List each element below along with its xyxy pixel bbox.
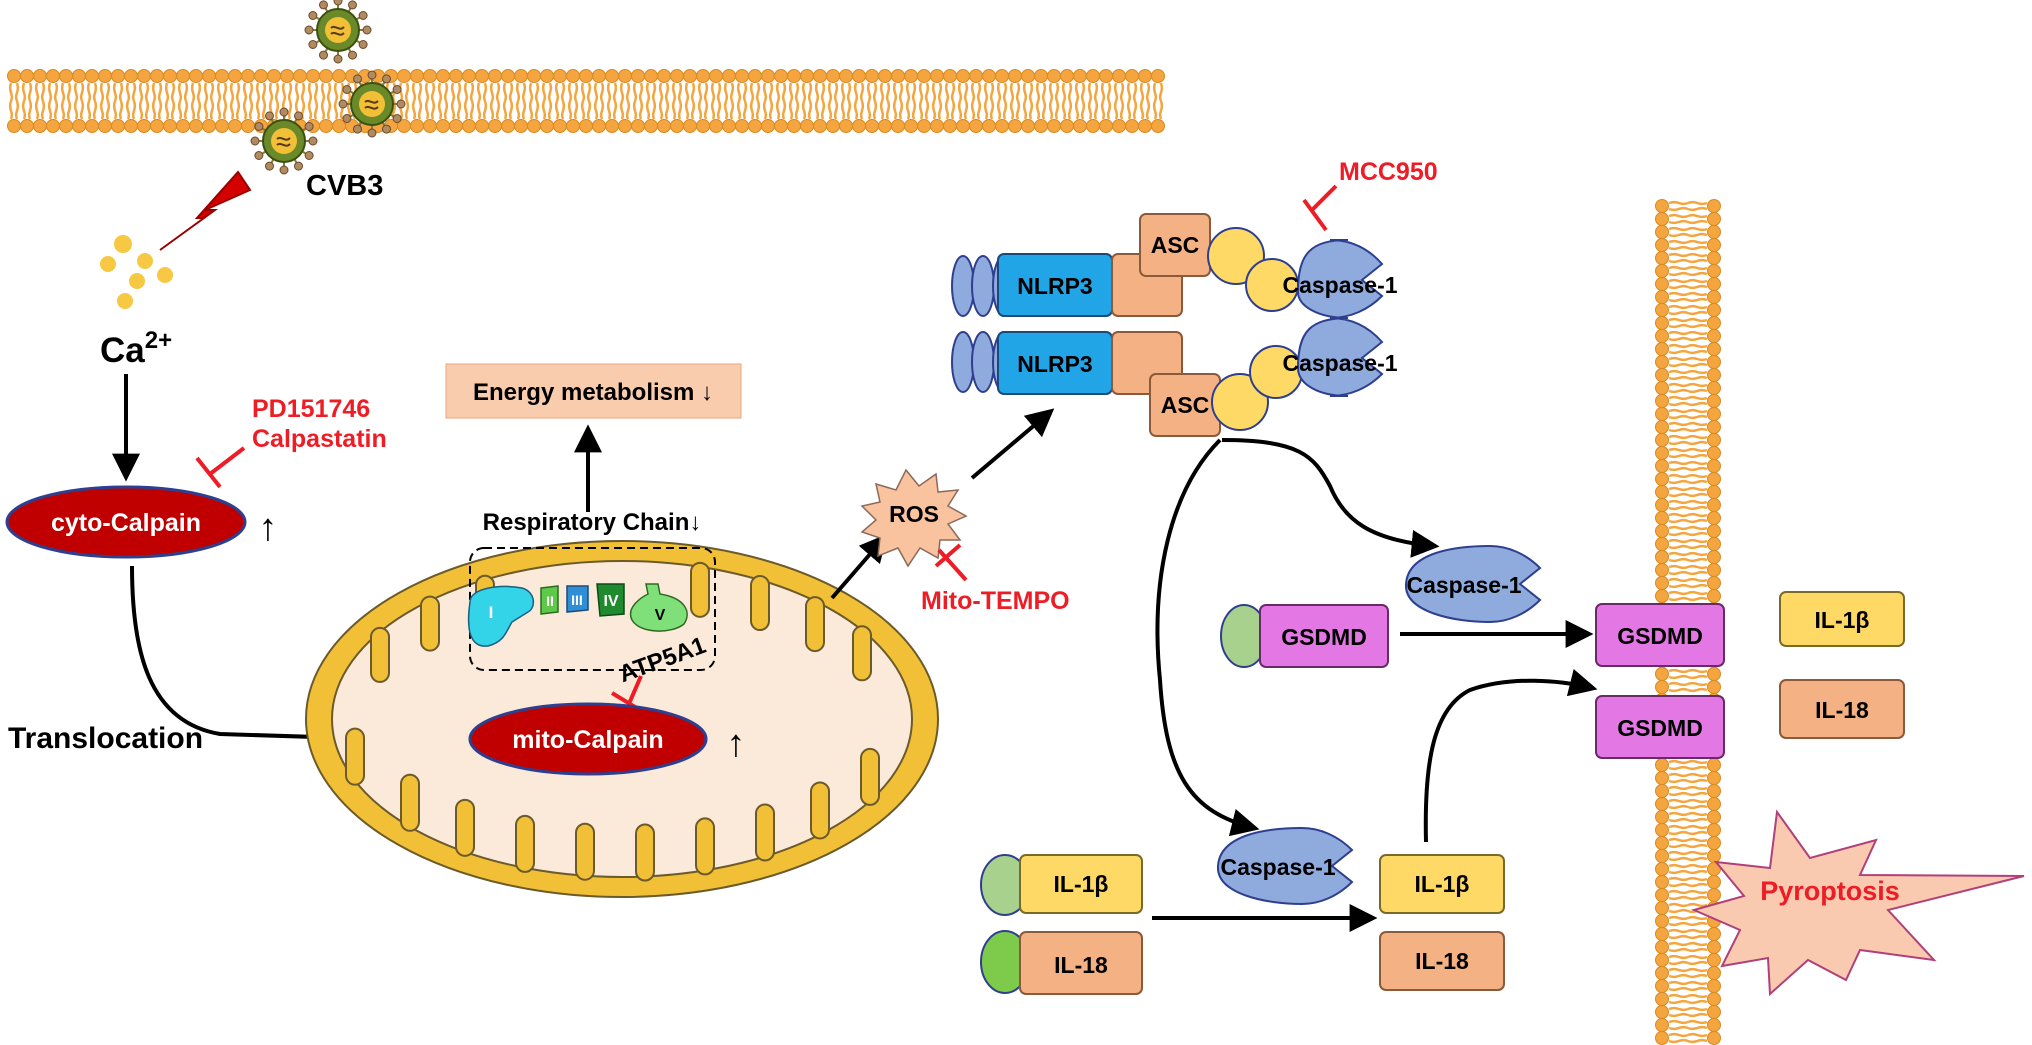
svg-text:IL-1β: IL-1β (1415, 871, 1470, 897)
svg-text:II: II (546, 593, 554, 609)
complex-iv: IV (596, 583, 625, 617)
svg-text:III: III (571, 592, 583, 608)
pyroptosis-label: Pyroptosis (1760, 876, 1900, 906)
mito-calpain-label: mito-Calpain (512, 726, 663, 754)
arrow (1423, 668, 1598, 843)
svg-text:GSDMD: GSDMD (1617, 623, 1703, 649)
inhibitor-mcc950: MCC950 (1339, 158, 1438, 186)
ros-starburst (860, 468, 968, 568)
calcium-charge: 2+ (145, 327, 172, 354)
nlrp3-label: NLRP3 (1017, 273, 1092, 299)
virus-icon (338, 70, 406, 138)
calcium-symbol: Ca (100, 331, 145, 370)
virus-label: CVB3 (306, 170, 383, 202)
cyto-calpain-label: cyto-Calpain (51, 509, 201, 537)
caspase1-label: Caspase-1 (1282, 350, 1397, 376)
gsdmd-pore: GSDMD (1595, 695, 1725, 759)
arrow (1155, 438, 1260, 837)
nlrp3-label: NLRP3 (1017, 351, 1092, 377)
arrow (970, 408, 1055, 480)
respiratory-chain-label: Respiratory Chain↓ (483, 509, 702, 536)
arrow (830, 533, 888, 600)
svg-text:GSDMD: GSDMD (1281, 624, 1367, 650)
il1b-released: IL-1β (1779, 591, 1905, 647)
plasma-membrane-top (7, 69, 1165, 133)
virus-icon (304, 0, 372, 64)
svg-text:I: I (489, 603, 494, 622)
il1b-mature: IL-1β (1379, 854, 1505, 914)
svg-text:Caspase-1: Caspase-1 (1406, 572, 1521, 598)
energy-metabolism-label: Energy metabolism ↓ (473, 379, 713, 406)
inhibition-bar (195, 446, 246, 489)
inhibition-bar (1302, 184, 1338, 232)
il18-released: IL-18 (1779, 679, 1905, 739)
pyroptosis-starburst (1691, 809, 2025, 997)
complex-ii: II (540, 585, 559, 615)
inflammasome-complex: NLRP3 ASC Caspase-1 (951, 213, 1398, 319)
caspase1-label: Caspase-1 (1282, 272, 1397, 298)
up-arrow-icon: ↑ (727, 723, 746, 765)
inhibitor-pd151746: PD151746 (252, 395, 370, 423)
inhibitor-mito-tempo: Mito-TEMPO (921, 587, 1070, 615)
il18-mature: IL-18 (1379, 931, 1505, 991)
up-arrow-icon: ↑ (259, 507, 278, 549)
mito-calpain-ellipse (468, 702, 708, 776)
gsdmd-pore: GSDMD (1595, 603, 1725, 667)
calcium-label: Ca2+ (100, 327, 172, 370)
translocation-label: Translocation (8, 722, 203, 755)
caspase1-shape (1296, 239, 1384, 319)
cyto-calpain-ellipse (5, 485, 247, 559)
svg-text:Caspase-1: Caspase-1 (1220, 854, 1335, 880)
virus-icon (250, 107, 318, 175)
caspase1-active: Caspase-1 (1404, 544, 1542, 624)
complex-v: V (629, 583, 688, 632)
caspase1-active: Caspase-1 (1216, 826, 1354, 906)
complex-iii: III (566, 585, 589, 613)
arrow (1221, 438, 1440, 558)
svg-text:IV: IV (603, 593, 618, 610)
energy-metabolism-box (445, 363, 742, 419)
inhibitor-calpastatin: Calpastatin (252, 425, 387, 453)
pro-il1b: IL-1β (980, 854, 1143, 916)
complex-i: I (467, 585, 535, 647)
svg-text:IL-1β: IL-1β (1815, 607, 1870, 633)
pro-il18: IL-18 (980, 930, 1143, 995)
svg-text:IL-1β: IL-1β (1054, 871, 1109, 897)
gsdmd-full-length: GSDMD (1220, 604, 1389, 668)
lightning-bolt-icon (159, 170, 252, 251)
asc-label: ASC (1151, 232, 1200, 258)
translocation-arrow (130, 565, 418, 754)
asc-label: ASC (1161, 392, 1210, 418)
svg-text:IL-18: IL-18 (1054, 952, 1108, 978)
ros-label: ROS (889, 501, 939, 527)
inhibition-bar (934, 543, 968, 582)
svg-text:V: V (655, 607, 666, 624)
calcium-ion-icon (100, 235, 173, 309)
svg-text:GSDMD: GSDMD (1617, 715, 1703, 741)
inflammasome-complex: NLRP3 ASC Caspase-1 (951, 317, 1398, 437)
svg-text:IL-18: IL-18 (1415, 948, 1469, 974)
caspase1-shape (1296, 317, 1384, 397)
svg-text:IL-18: IL-18 (1815, 697, 1869, 723)
